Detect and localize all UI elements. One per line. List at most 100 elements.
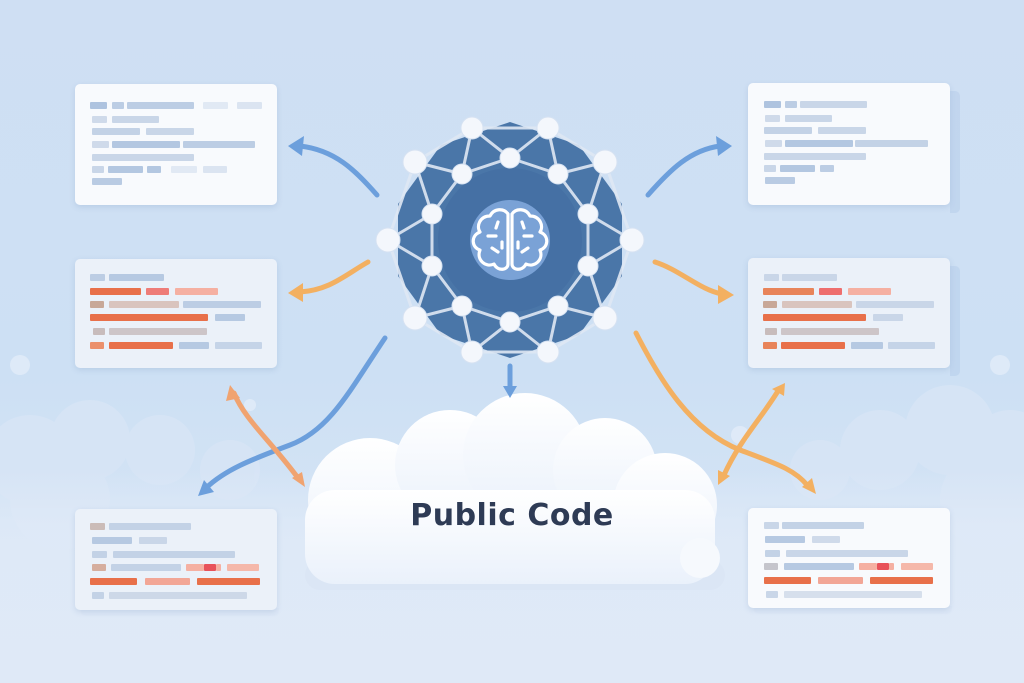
code-bar (763, 288, 814, 295)
code-bar (109, 301, 179, 308)
code-bar (90, 342, 104, 349)
code-bar (819, 288, 842, 295)
code-panel-top-left (75, 84, 277, 205)
code-panel-mid-right (748, 258, 960, 376)
code-bar (111, 564, 181, 571)
code-bar (108, 166, 143, 173)
code-bar (175, 288, 218, 295)
code-panel-bottom-left (75, 509, 279, 616)
brain-icon (470, 200, 550, 280)
code-bar (818, 127, 866, 134)
code-bar (781, 342, 845, 349)
code-bar (113, 551, 235, 558)
code-bar (90, 301, 104, 308)
code-bar (800, 101, 867, 108)
code-bar (859, 563, 877, 570)
code-panel-top-right (748, 83, 960, 213)
code-bar (765, 536, 805, 543)
code-bar (197, 578, 260, 585)
code-bar (764, 563, 778, 570)
code-bar (765, 550, 780, 557)
code-bar (785, 140, 853, 147)
code-bar (764, 165, 776, 172)
code-bar (109, 274, 164, 281)
code-bar (93, 328, 105, 335)
code-bar (90, 102, 107, 109)
code-bar (112, 141, 180, 148)
code-bar (765, 328, 777, 335)
code-bar (203, 102, 228, 109)
code-bar (877, 563, 889, 570)
code-bar (764, 127, 812, 134)
code-bar (763, 314, 866, 321)
code-bar (763, 301, 777, 308)
code-bar (92, 592, 104, 599)
code-bar (90, 288, 141, 295)
code-panel-bottom-right (748, 508, 952, 614)
code-bar (216, 564, 221, 571)
code-bar (109, 328, 207, 335)
code-bar (109, 523, 191, 530)
code-bar (782, 274, 837, 281)
code-bar (204, 564, 216, 571)
code-bar (765, 140, 782, 147)
code-bar (92, 128, 140, 135)
code-bar (784, 591, 922, 598)
code-bar (215, 314, 245, 321)
code-bar (92, 537, 132, 544)
code-bar (818, 577, 863, 584)
code-bar (215, 342, 262, 349)
code-bar (92, 141, 109, 148)
code-bar (92, 154, 194, 161)
code-bar (784, 563, 854, 570)
code-bar (812, 536, 840, 543)
code-bar (183, 141, 255, 148)
code-bar (109, 342, 173, 349)
code-bar (870, 577, 933, 584)
code-bar (90, 314, 208, 321)
code-bar (139, 537, 167, 544)
code-bar (92, 551, 107, 558)
code-bar (889, 563, 894, 570)
code-bar (856, 301, 934, 308)
code-bar (90, 274, 105, 281)
code-bar (237, 102, 262, 109)
code-bar (766, 591, 778, 598)
code-bar (92, 166, 104, 173)
code-bar (179, 342, 209, 349)
code-bar (848, 288, 891, 295)
code-bar (90, 523, 105, 530)
code-bar (764, 274, 779, 281)
code-bar (764, 153, 866, 160)
code-bar (765, 115, 780, 122)
code-bar (127, 102, 194, 109)
code-bar (763, 342, 777, 349)
code-bar (109, 592, 247, 599)
code-bar (781, 328, 879, 335)
code-bar (855, 140, 928, 147)
code-bar (147, 166, 161, 173)
code-bar (782, 522, 864, 529)
code-panel-mid-left (75, 259, 277, 368)
code-bar (765, 177, 795, 184)
code-bar (820, 165, 834, 172)
code-bar (764, 577, 811, 584)
code-bar (146, 128, 194, 135)
code-bar (764, 522, 779, 529)
code-bar (901, 563, 933, 570)
code-bar (203, 166, 227, 173)
code-bar (782, 301, 852, 308)
code-bar (146, 288, 169, 295)
code-bar (90, 578, 137, 585)
code-bar (145, 578, 190, 585)
code-bar (851, 342, 883, 349)
code-bar (785, 101, 797, 108)
code-bar (780, 165, 815, 172)
code-bar (112, 102, 124, 109)
code-bar (873, 314, 903, 321)
code-bar (92, 116, 107, 123)
code-bar (786, 550, 908, 557)
